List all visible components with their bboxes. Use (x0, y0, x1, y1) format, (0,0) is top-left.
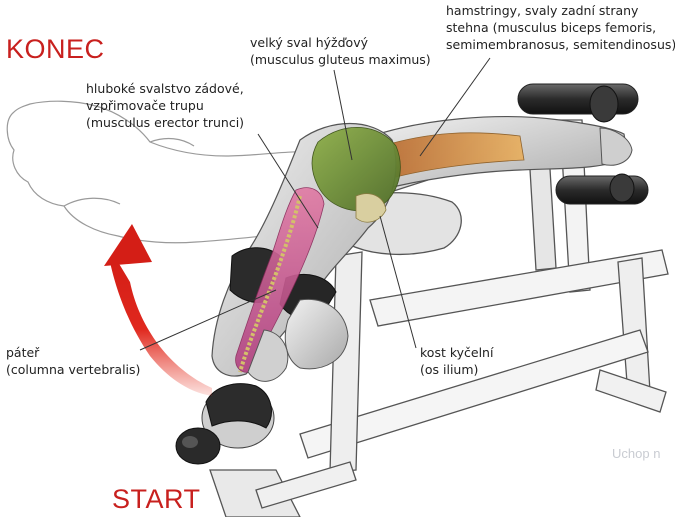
label-gluteus-line1: velký sval hýžďový (250, 35, 368, 50)
end-title: KONEC (6, 34, 105, 64)
arms (247, 298, 349, 382)
label-erector: hluboké svalstvo zádové, vzpřimovače tru… (86, 80, 244, 131)
movement-arrow (104, 224, 212, 396)
leader-lines (139, 57, 491, 351)
label-ilium-line2: (os ilium) (420, 362, 479, 377)
label-hamstrings: hamstringy, svaly zadní strany stehna (m… (446, 2, 675, 53)
hamstring-muscles (381, 132, 525, 179)
label-spine-line2: (columna vertebralis) (6, 362, 141, 377)
label-ilium-line1: kost kyčelní (420, 345, 494, 360)
start-title: START (112, 484, 201, 514)
label-spine: páteř (columna vertebralis) (6, 344, 140, 378)
label-erector-line1: hluboké svalstvo zádové, (86, 81, 244, 96)
ilium-bone (355, 193, 387, 223)
background-text: Uchop n (612, 446, 661, 461)
label-ilium: kost kyčelní (os ilium) (420, 344, 493, 378)
head (175, 383, 275, 465)
label-gluteus-line2: (musculus gluteus maximus) (250, 52, 431, 67)
spine (238, 195, 302, 373)
label-erector-line3: (musculus erector trunci) (86, 115, 245, 130)
label-hamstrings-line2: stehna (musculus biceps femoris, (446, 20, 657, 35)
label-gluteus: velký sval hýžďový (musculus gluteus max… (250, 34, 431, 68)
label-erector-line2: vzpřimovače trupu (86, 98, 204, 113)
label-hamstrings-line1: hamstringy, svaly zadní strany (446, 3, 639, 18)
label-hamstrings-line3: semimembranosus, semitendinosus) (446, 37, 675, 52)
label-spine-line1: páteř (6, 345, 40, 360)
